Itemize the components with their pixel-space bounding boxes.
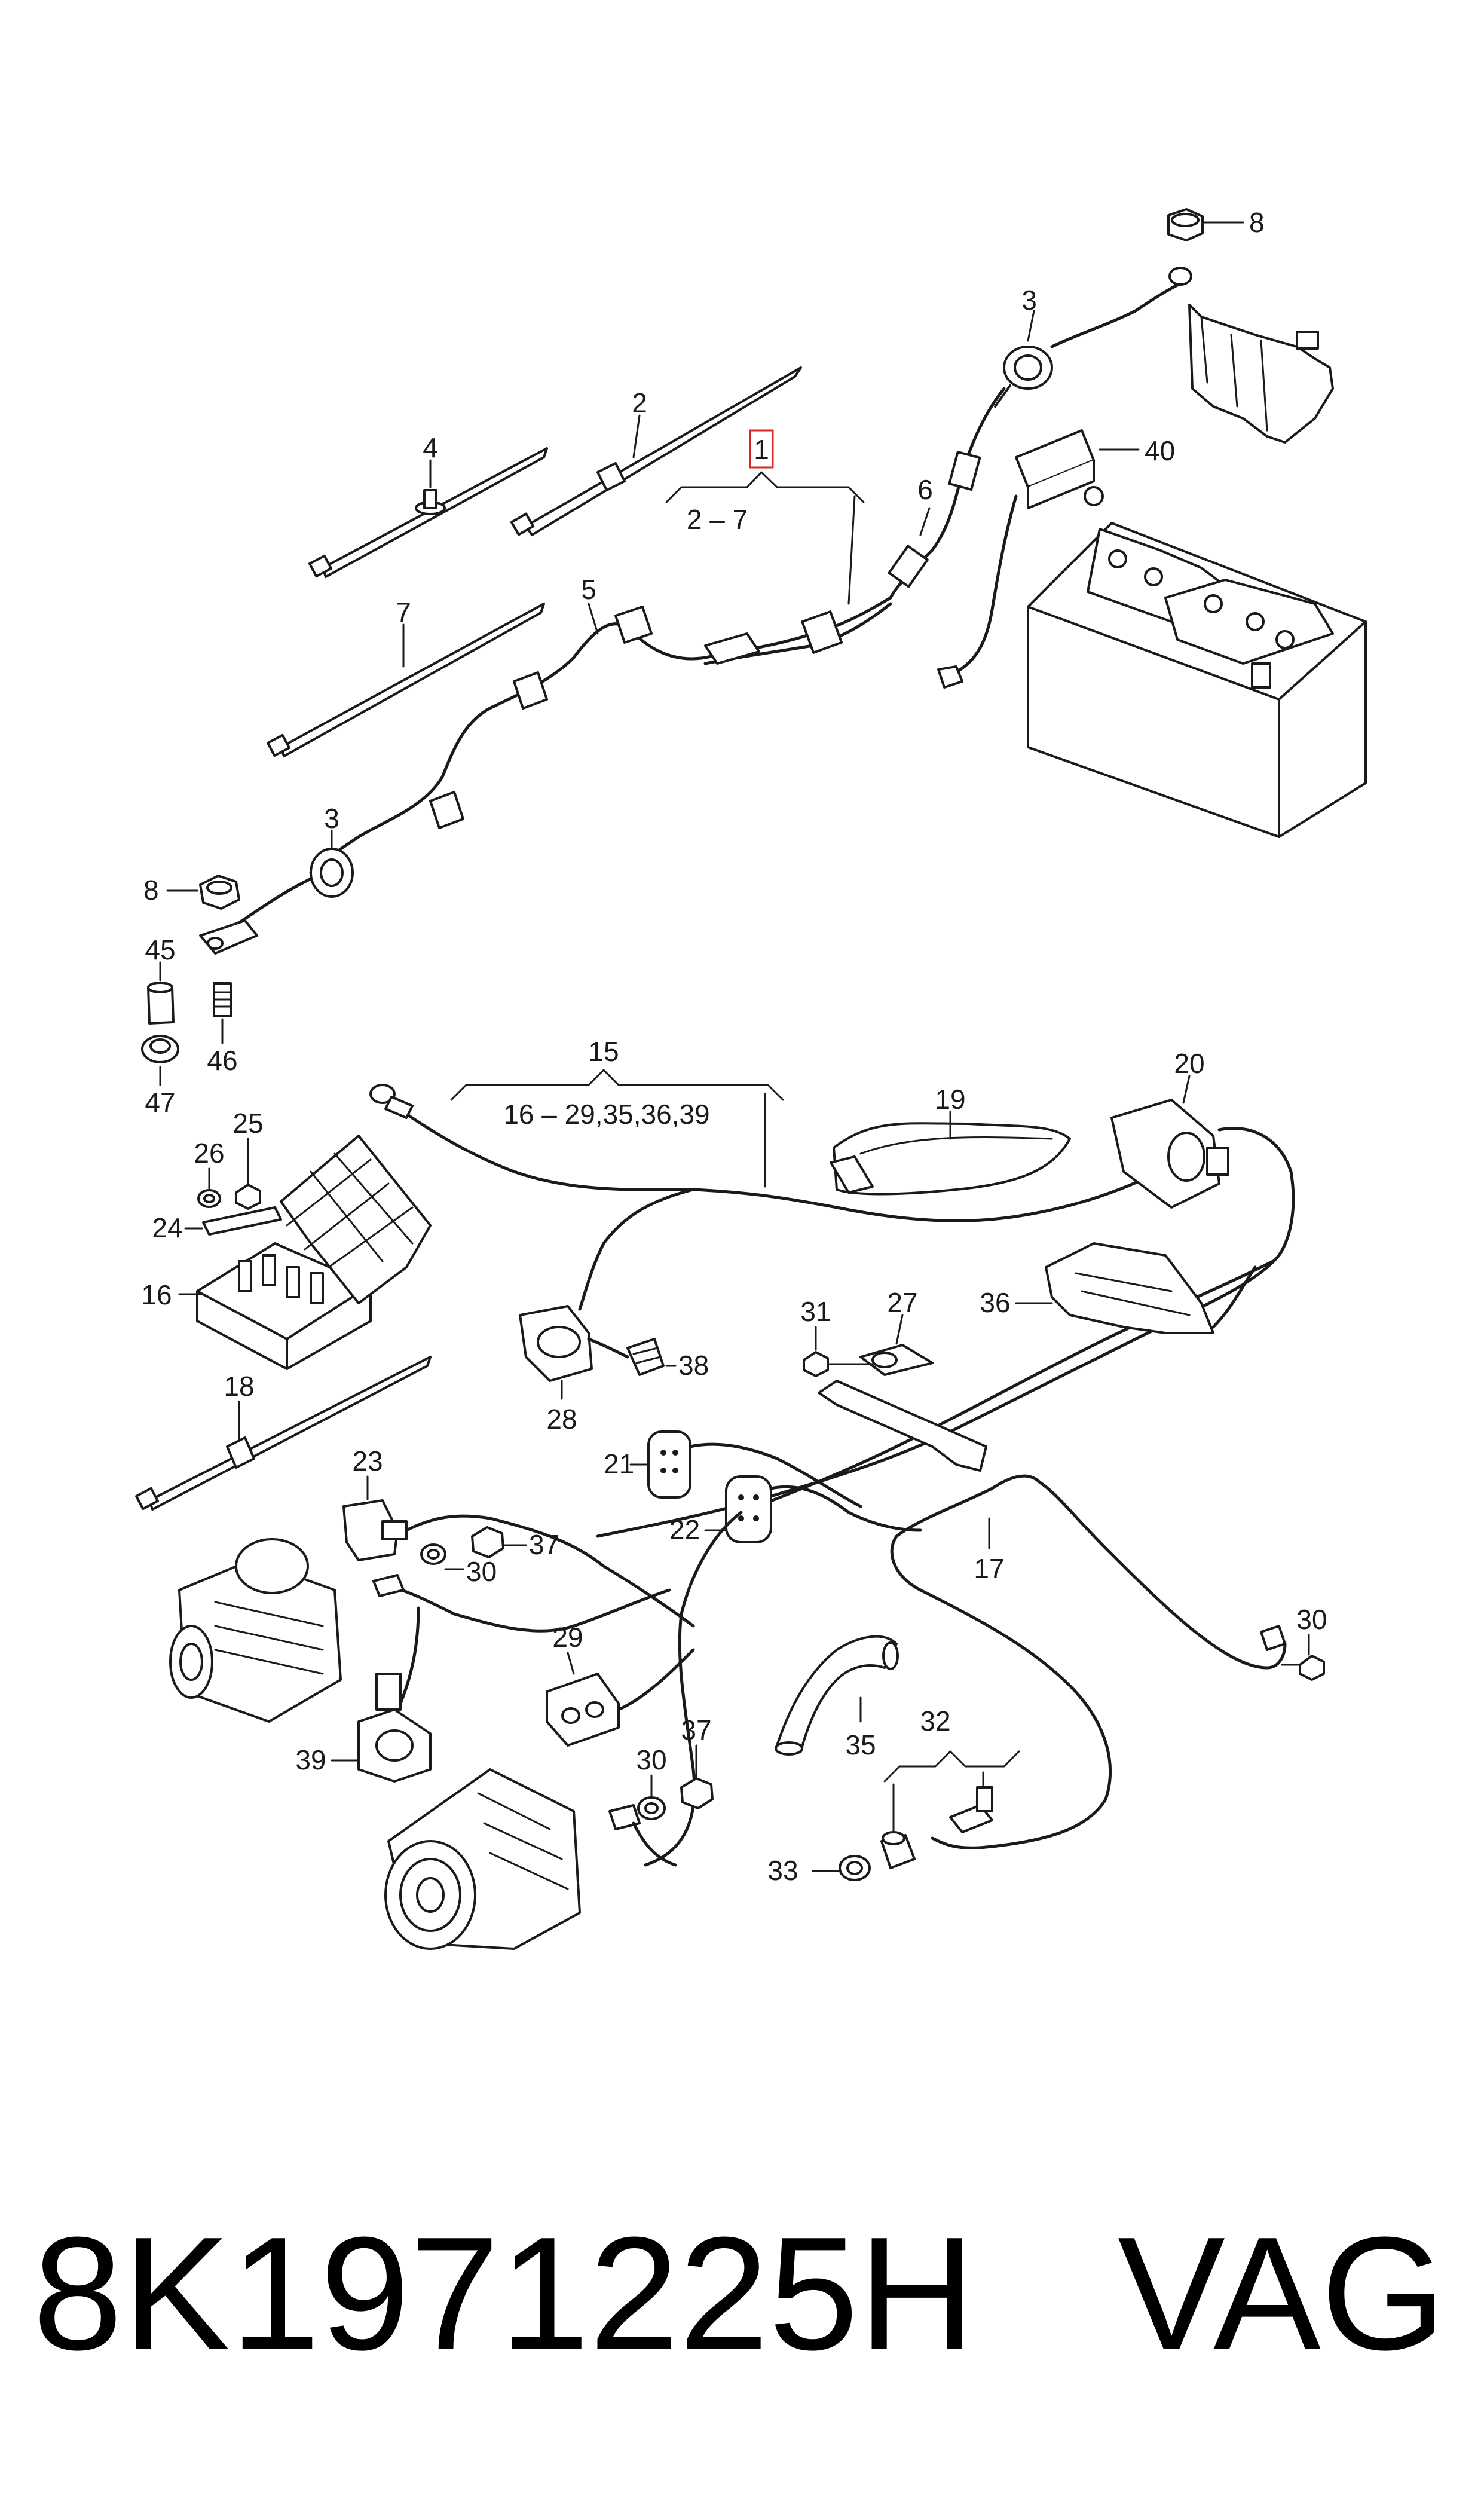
grommet-3-upper <box>994 346 1053 408</box>
label-32: 32 <box>920 1705 950 1737</box>
sender-32 <box>949 1786 993 1833</box>
label-19: 19 <box>935 1084 965 1115</box>
label-23: 23 <box>352 1445 383 1476</box>
nut-8-top <box>1167 208 1204 241</box>
label-35: 35 <box>845 1729 876 1760</box>
connector-21 <box>647 1430 691 1499</box>
label-31: 31 <box>800 1296 831 1327</box>
highlight-box <box>749 429 774 469</box>
nut-37-lower <box>680 1777 714 1809</box>
stud-46 <box>213 982 232 1017</box>
connector-23 <box>342 1499 408 1561</box>
sleeve-45 <box>147 982 175 1025</box>
label-27: 27 <box>887 1287 917 1318</box>
label-47: 47 <box>145 1087 175 1118</box>
label-39: 39 <box>295 1744 326 1775</box>
connector-28 <box>519 1305 593 1382</box>
cable-tie-7 <box>267 603 545 757</box>
alternator <box>384 1768 581 1950</box>
nut-8-left <box>199 875 240 910</box>
part-36 <box>1045 1242 1214 1334</box>
label-28: 28 <box>546 1404 577 1435</box>
hose-35 <box>775 1635 899 1756</box>
label-3-lower: 3 <box>324 803 339 834</box>
part-19 <box>830 1122 1071 1196</box>
label-6: 6 <box>917 474 933 505</box>
label-18: 18 <box>224 1371 254 1402</box>
terminal-cover <box>1188 304 1334 444</box>
battery <box>1027 522 1367 838</box>
washer-30-mid <box>420 1543 446 1565</box>
switch-33 <box>839 1855 871 1881</box>
label-26: 26 <box>194 1138 224 1169</box>
label-30-mid: 30 <box>466 1556 497 1587</box>
cable-tie-2 <box>510 366 802 536</box>
starter-motor <box>169 1538 342 1723</box>
label-8-left: 8 <box>143 875 159 906</box>
label-3-upper: 3 <box>1021 285 1037 316</box>
label-15: 15 <box>588 1036 619 1067</box>
clip-47 <box>141 1035 179 1063</box>
label-20: 20 <box>1174 1048 1204 1079</box>
part-number: 8K1971225H <box>33 2204 975 2384</box>
connector-22 <box>725 1475 772 1543</box>
cable-tie-18 <box>135 1356 432 1511</box>
sensor-39 <box>357 1673 432 1783</box>
label-8-top: 8 <box>1249 207 1265 238</box>
connector-29 <box>546 1673 620 1747</box>
label-29: 29 <box>552 1622 583 1653</box>
label-22: 22 <box>669 1514 700 1545</box>
washer-26 <box>197 1189 221 1208</box>
label-1-range: 2 – 7 <box>687 504 748 535</box>
ring-terminal-15 <box>369 1084 414 1119</box>
nut-25 <box>235 1184 261 1210</box>
cable-tie-4 <box>308 447 548 578</box>
sender-33b <box>880 1831 916 1869</box>
part-20 <box>1110 1099 1229 1209</box>
fuse-box-40 <box>1015 429 1104 509</box>
nut-37-mid <box>471 1526 504 1558</box>
label-21: 21 <box>604 1448 634 1479</box>
label-2: 2 <box>632 387 647 418</box>
washer-30-lower <box>637 1796 666 1820</box>
label-5: 5 <box>581 574 596 605</box>
nut-31 <box>803 1351 829 1377</box>
label-16: 16 <box>141 1279 172 1310</box>
label-4: 4 <box>423 432 438 463</box>
label-17: 17 <box>974 1553 1004 1584</box>
label-36: 36 <box>980 1287 1010 1318</box>
label-33: 33 <box>767 1855 798 1886</box>
label-46: 46 <box>207 1045 237 1076</box>
label-30-right: 30 <box>1296 1604 1327 1635</box>
terminal-30-right <box>1260 1625 1325 1681</box>
label-1: 1 <box>754 434 769 465</box>
brand-name: VAG <box>1118 2204 1446 2384</box>
plate-24 <box>202 1206 282 1236</box>
label-37-mid: 37 <box>529 1529 559 1560</box>
connector-38 <box>626 1338 665 1376</box>
label-15-range: 16 – 29,35,36,39 <box>503 1099 709 1130</box>
fuse-box-16 <box>196 1135 432 1370</box>
label-25: 25 <box>232 1108 263 1139</box>
label-30-lower: 30 <box>636 1744 666 1775</box>
label-40: 40 <box>1145 435 1175 466</box>
label-24: 24 <box>152 1212 182 1243</box>
label-38: 38 <box>678 1350 709 1381</box>
label-7: 7 <box>396 597 411 628</box>
label-45: 45 <box>145 934 175 965</box>
label-37-lower: 37 <box>681 1714 711 1745</box>
grommet-3-lower <box>310 848 354 898</box>
bracket-27 <box>818 1344 987 1472</box>
